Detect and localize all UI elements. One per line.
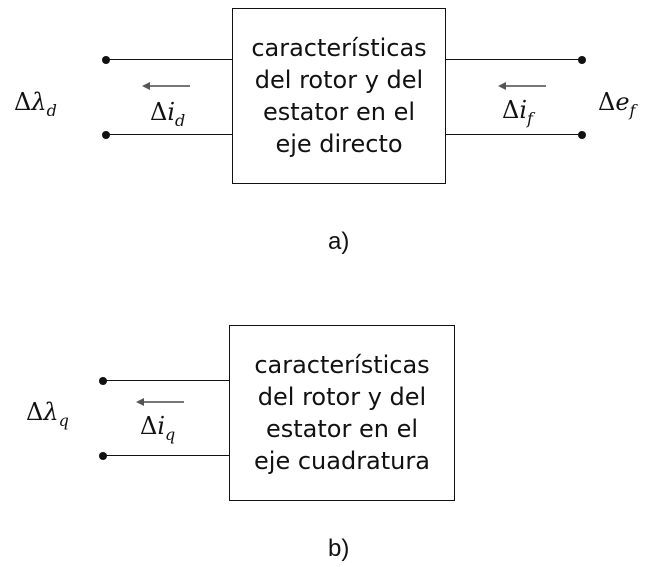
a-right-bottom-wire bbox=[446, 134, 582, 135]
a-left-bottom-wire bbox=[106, 134, 232, 135]
box-line: características bbox=[254, 351, 430, 379]
b-left-bottom-terminal bbox=[99, 452, 107, 460]
block-direct-axis: características del rotor y del estator … bbox=[232, 8, 446, 184]
box-line: estator en el bbox=[265, 415, 418, 443]
a-left-top-terminal bbox=[102, 56, 110, 64]
a-right-current-label: Δif bbox=[502, 96, 533, 128]
box-line: eje directo bbox=[275, 130, 403, 158]
a-left-bottom-terminal bbox=[102, 131, 110, 139]
caption-a: a) bbox=[328, 228, 350, 255]
a-left-current-label: Δid bbox=[150, 98, 186, 130]
a-field-voltage-label: Δef bbox=[598, 88, 636, 120]
b-left-bottom-wire bbox=[103, 455, 229, 456]
b-left-top-terminal bbox=[99, 377, 107, 385]
box-line: del rotor y del bbox=[257, 383, 427, 411]
caption-b: b) bbox=[328, 535, 350, 562]
a-right-top-terminal bbox=[578, 56, 586, 64]
box-line: estator en el bbox=[262, 98, 415, 126]
a-left-current-arrow-icon bbox=[142, 82, 190, 90]
a-right-bottom-terminal bbox=[578, 131, 586, 139]
block-quadrature-axis: características del rotor y del estator … bbox=[229, 325, 455, 501]
a-flux-linkage-label: Δλd bbox=[14, 88, 57, 120]
box-line: eje cuadratura bbox=[254, 447, 430, 475]
box-line: características bbox=[251, 34, 427, 62]
a-left-top-wire bbox=[106, 59, 232, 60]
b-left-current-label: Δiq bbox=[140, 412, 176, 444]
box-line: del rotor y del bbox=[254, 66, 424, 94]
b-flux-linkage-label: Δλq bbox=[26, 398, 69, 430]
a-right-current-arrow-icon bbox=[498, 82, 546, 90]
b-left-top-wire bbox=[103, 380, 229, 381]
b-left-current-arrow-icon bbox=[136, 398, 184, 406]
a-right-top-wire bbox=[446, 59, 582, 60]
